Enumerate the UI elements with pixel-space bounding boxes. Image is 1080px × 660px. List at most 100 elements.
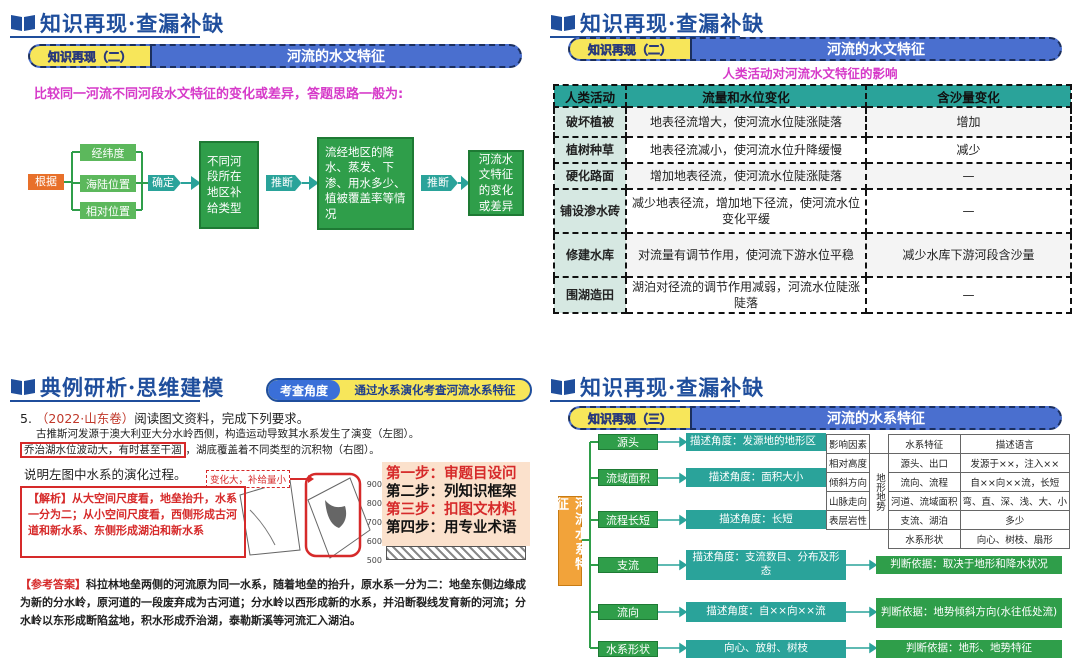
step-4: 第四步：用专业术语 (386, 520, 517, 536)
passage-1: 古推斯河发源于澳大利亚大分水岭西侧，构造运动导致其水系发生了演变（左图）。 (36, 428, 420, 440)
desc-length: 描述角度：长短 (686, 510, 826, 529)
book-icon (551, 15, 575, 31)
answer-label: 【参考答案】 (20, 578, 86, 591)
cell-flow: 增加地表径流，使河流水位陡涨陡落 (625, 162, 867, 190)
feature-cell: 源头、出口 (888, 453, 961, 473)
q2-panel: 知识再现·查漏补缺 知识再现（二） 河流的水文特征 人类活动对河流水文特征的影响 (540, 0, 1080, 330)
cell-flow: 对流量有调节作用，使河流下游水位平稳 (625, 232, 867, 278)
table-subtitle: 人类活动对河流水文特征的影响 (722, 66, 898, 81)
lang-cell: 自××向××流，长短 (959, 472, 1071, 492)
judge-direction: 判断依据：地势倾斜方向(水往低处流) (876, 598, 1062, 628)
question-number: 5. (20, 411, 32, 426)
pill-topic-title: 河流的水文特征 (287, 49, 385, 65)
axis-tick: 700 (366, 518, 382, 527)
node-length: 流程长短 (598, 511, 658, 528)
factor-cell: 倾斜方向 (825, 472, 871, 492)
question-line: 5. （2022·山东卷）阅读图文资料，完成下列要求。 (20, 408, 309, 427)
section-header: 知识再现·查漏补缺 (580, 375, 765, 400)
axis-tick: 500 (366, 556, 382, 565)
section-header: 知识再现·查漏补缺 (580, 11, 765, 36)
cell-flow: 湖泊对径流的调节作用减弱，河流水位陡涨陡落 (625, 275, 867, 315)
pill-section-label: 知识再现（三） (570, 408, 692, 428)
spacer (870, 530, 889, 549)
step-3: 第三步：扣图文材料 (386, 502, 517, 518)
axis-tick: 800 (366, 499, 382, 508)
lang-cell: 发源于××，注入×× (959, 453, 1071, 473)
mindmap-connectors (582, 436, 878, 654)
book-icon (11, 379, 35, 395)
figure-annotation: 变化大，补给量小 (206, 470, 291, 488)
judge-shape: 判断依据：地形、地势特征 (876, 640, 1062, 658)
cell-sediment: 减少水库下游河段含沙量 (865, 232, 1072, 278)
pill-section-label: 知识再现（二） (570, 39, 692, 59)
cell-activity: 植树种草 (553, 136, 627, 164)
table-row: 植树种草地表径流减小，使河流水位升降缓慢减少 (553, 136, 1072, 164)
cell-flow: 地表径流减小，使河流水位升降缓慢 (625, 136, 867, 164)
feature-cell: 流向、流程 (888, 472, 961, 492)
book-icon (11, 15, 35, 31)
human-impact-table: 人类活动 流量和水位变化 含沙量变化 破坏植被地表径流增大，使河流水位陡涨陡落增… (553, 84, 1072, 315)
cell-activity: 破坏植被 (553, 106, 627, 138)
feature-cell: 水系形状 (888, 529, 961, 549)
vertical-title: 河流水系特征 (553, 496, 587, 586)
supply-type-box: 不同河段所在地区补给类型 (199, 141, 259, 229)
desc-tributary: 描述角度：支流数目、分布及形态 (686, 550, 846, 580)
judge-tributary: 判断依据：取决于地形和降水状况 (876, 556, 1062, 574)
spacer (827, 530, 870, 549)
lang-cell: 向心、树枝、扇形 (959, 529, 1071, 549)
angle-badge-label: 考查角度 (268, 380, 340, 400)
question-ask: 说明左图中水系的演化过程。 (24, 467, 187, 482)
cell-flow: 地表径流增大，使河流水位陡涨陡落 (625, 106, 867, 138)
table-row: 修建水库对流量有调节作用，使河流下游水位平稳减少水库下游河段含沙量 (553, 232, 1072, 278)
col-header-flow: 流量和水位变化 (625, 84, 867, 108)
lang-cell: 弯、直、深、浅、大、小 (959, 491, 1071, 511)
factor-cell: 山脉走向 (825, 491, 871, 511)
spacer (870, 435, 889, 454)
flow-determine: 确定 (152, 176, 174, 189)
step-2: 第二步：列知识框架 (386, 484, 517, 500)
passage-rest: ，湖底覆盖着不同类型的沉积物（右图）。 (185, 444, 380, 456)
section-strata (386, 546, 526, 560)
system-feature-table: 影响因素 水系特征 描述语言 相对高度 地形地势 源头、出口 发源于××，注入×… (825, 434, 1071, 549)
table-header-row: 人类活动 流量和水位变化 含沙量变化 (553, 84, 1072, 108)
flow-infer-2: 推断 (427, 176, 449, 189)
passage-2: 乔治湖水位波动大，有时甚至干涸，湖底覆盖着不同类型的沉积物（右图）。 (20, 442, 380, 458)
cell-flow: 减少地表径流，增加地下径流，使河流水位变化平缓 (625, 188, 867, 234)
desc-shape: 向心、放射、树枝 (686, 640, 846, 658)
cell-activity: 围湖造田 (553, 275, 627, 315)
pill-topic-title: 河流的水文特征 (827, 42, 925, 58)
angle-badge: 考查角度 通过水系演化考查河流水系特征 (266, 378, 532, 402)
node-direction: 流向 (598, 604, 658, 620)
flow-connectors (28, 151, 470, 211)
feature-cell: 河道、流域面积 (888, 491, 961, 511)
factor-cell: 相对高度 (825, 453, 871, 473)
table-row: 铺设渗水砖减少地表径流，增加地下径流，使河流水位变化平缓— (553, 188, 1072, 234)
topic-pill: 知识再现（三） 河流的水系特征 (568, 406, 1062, 430)
axis-tick: 600 (366, 537, 382, 546)
process-box: 流经地区的降水、蒸发、下渗、用水多少、植被覆盖率等情况 (317, 137, 414, 230)
side-header-factors: 影响因素 (825, 434, 871, 454)
desc-basin-area: 描述角度：面积大小 (686, 468, 826, 487)
q4-panel: 知识再现·查漏补缺 知识再现（三） 河流的水系特征 河流水系特征 (540, 330, 1080, 660)
book-icon (551, 379, 575, 395)
cell-sediment: — (865, 188, 1072, 234)
cell-sediment: 增加 (865, 106, 1072, 138)
side-header-language: 描述语言 (959, 434, 1071, 454)
intro-text: 比较同一河流不同河段水文特征的变化或差异，答题思路一般为: (34, 87, 404, 102)
node-source: 源头 (598, 434, 658, 450)
answer-text: 科拉林地垒两侧的河流原为同一水系，随着地垒的抬升，原水系一分为二：地垒东侧边缘成… (20, 578, 526, 627)
lang-cell: 多少 (959, 510, 1071, 530)
col-header-activity: 人类活动 (553, 84, 627, 108)
arrow-icon (290, 475, 314, 483)
factor-land-sea: 海陆位置 (80, 175, 136, 192)
elevation-axis: 900 800 700 600 500 (362, 475, 382, 570)
node-shape: 水系形状 (598, 641, 658, 657)
topic-pill: 知识再现（二） 河流的水文特征 (28, 44, 522, 68)
topic-pill: 知识再现（二） 河流的水文特征 (568, 37, 1062, 61)
step-1: 第一步：审题目设问 (386, 466, 517, 482)
header-rule (10, 36, 200, 38)
section-header: 典例研析·思维建模 (40, 375, 225, 400)
col-header-sediment: 含沙量变化 (865, 84, 1072, 108)
feature-cell: 支流、湖泊 (888, 510, 961, 530)
header-rule (10, 400, 200, 402)
